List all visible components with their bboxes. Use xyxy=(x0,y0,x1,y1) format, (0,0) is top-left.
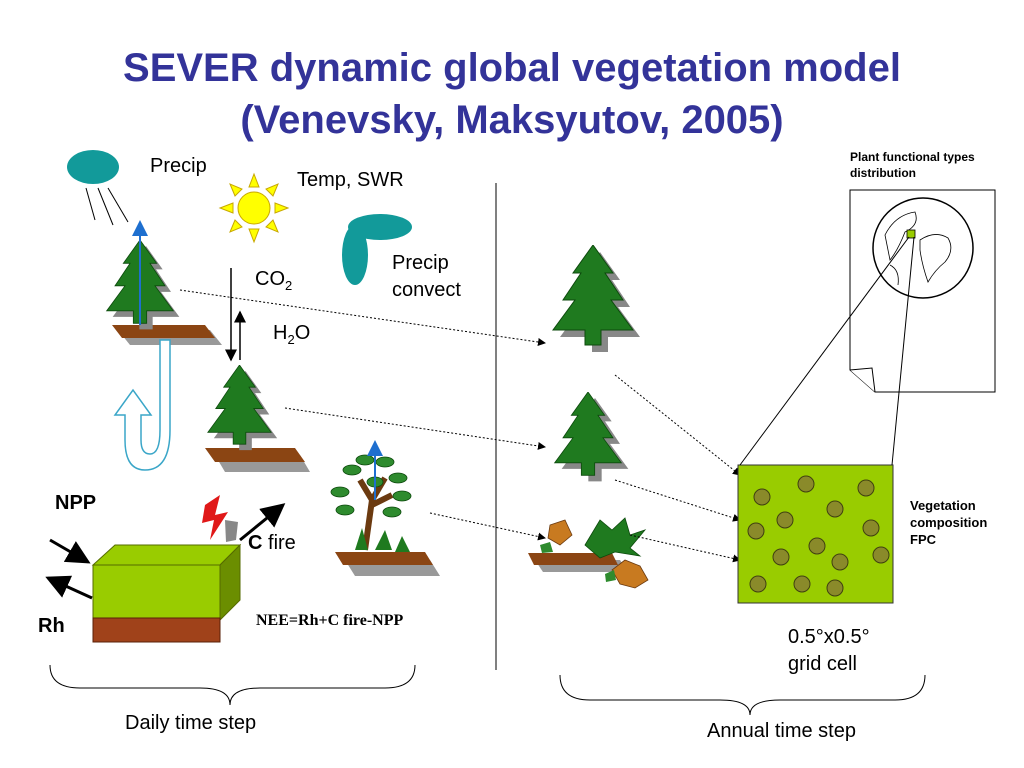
dotted-connectors xyxy=(179,289,741,563)
grid-cell-label: 0.5°x0.5° grid cell xyxy=(788,624,870,678)
shrub-icon xyxy=(528,517,649,589)
sun-icon xyxy=(218,172,290,244)
h2o-subscript: 2 xyxy=(287,332,295,347)
c-fire-label: C fire xyxy=(248,532,296,555)
fir-tree-icon xyxy=(106,220,222,345)
fir-tree-icon xyxy=(205,365,310,472)
daily-time-step-label: Daily time step xyxy=(125,712,257,734)
temp-swr-label: Temp, SWR xyxy=(297,169,404,191)
c-bold-text: C xyxy=(248,532,263,554)
precip-convect-line-2: convect xyxy=(392,279,461,301)
annual-brace xyxy=(559,674,926,716)
npp-arrow xyxy=(49,538,91,564)
annual-time-step-label: Annual time step xyxy=(707,720,856,742)
veg-line-1: Vegetation xyxy=(910,498,976,513)
title-line-1: SEVER dynamic global vegetation model xyxy=(123,46,901,90)
nee-equation: NEE=Rh+C fire-NPP xyxy=(256,612,404,629)
co2-subscript: 2 xyxy=(285,278,293,293)
deciduous-tree-icon xyxy=(330,440,440,576)
rain-cloud-icon xyxy=(67,150,129,226)
fire-text: fire xyxy=(262,532,296,554)
pft-label: Plant functional types distribution xyxy=(850,149,975,181)
fir-tree-icon xyxy=(554,392,629,482)
grid-cell-line-1: 0.5°x0.5° xyxy=(788,626,870,648)
u-turn-arrow-icon xyxy=(113,339,171,471)
co2-main-text: CO xyxy=(255,268,285,290)
daily-brace xyxy=(49,664,416,706)
h2o-o-text: O xyxy=(294,322,311,344)
rh-arrow xyxy=(45,575,93,600)
grid-cell-line-2: grid cell xyxy=(788,653,857,675)
co2-label: CO2 xyxy=(255,268,292,293)
npp-label: NPP xyxy=(55,492,97,514)
fir-tree-icon xyxy=(552,245,640,352)
precip-convect-label: Precip convect xyxy=(392,250,461,304)
veg-line-2: composition xyxy=(910,515,988,530)
grid-cell-square xyxy=(737,464,894,604)
zoom-line-right xyxy=(891,236,915,466)
lightning-icon xyxy=(202,495,238,542)
pft-line-1: Plant functional types xyxy=(850,150,975,164)
precip-convect-line-1: Precip xyxy=(392,252,449,274)
vegetation-composition-label: Vegetation composition FPC xyxy=(910,497,987,548)
slide-title: SEVER dynamic global vegetation model (V… xyxy=(0,42,1024,146)
rh-label: Rh xyxy=(38,615,65,637)
pft-line-2: distribution xyxy=(850,166,916,180)
veg-line-3: FPC xyxy=(910,532,936,547)
c-fire-arrow xyxy=(239,503,286,542)
h2o-h-text: H xyxy=(273,322,288,344)
soil-box-icon xyxy=(91,543,242,643)
map-page-icon xyxy=(849,189,996,393)
precip-label: Precip xyxy=(150,155,207,177)
h2o-label: H2O xyxy=(273,322,310,347)
convective-cloud-icon xyxy=(342,214,412,285)
zoom-line-left xyxy=(739,236,910,466)
title-line-2: (Venevsky, Maksyutov, 2005) xyxy=(240,98,784,142)
